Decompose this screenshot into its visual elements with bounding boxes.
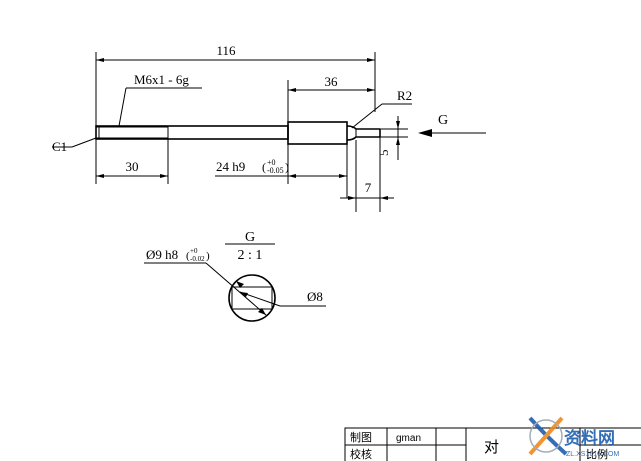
watermark-logo-icon bbox=[528, 416, 568, 456]
dia-outer-label: Ø9 h8 bbox=[146, 247, 178, 262]
part-outline bbox=[95, 121, 381, 145]
dim-step: 5 bbox=[376, 116, 408, 160]
radius-leader: R2 bbox=[351, 88, 412, 129]
watermark-url: ZL.XS1616.COM bbox=[566, 451, 619, 458]
dim-head-label: 36 bbox=[325, 74, 339, 89]
dia-outer-upper: +0 bbox=[190, 247, 198, 255]
thread-leader: M6x1 - 6g bbox=[118, 72, 202, 127]
dim-thread-label: 30 bbox=[126, 159, 139, 174]
fit-main-lower: -0.05 bbox=[267, 166, 284, 175]
title-row1-label: 制图 bbox=[350, 431, 372, 444]
dim-thread: 30 bbox=[95, 139, 169, 184]
thread-spec-label: M6x1 - 6g bbox=[134, 72, 189, 87]
detail-header: G 2 : 1 bbox=[225, 230, 275, 263]
view-arrow-label: G bbox=[438, 113, 448, 128]
part-title: 对 bbox=[484, 438, 499, 456]
thread-zone bbox=[95, 126, 169, 139]
title-row2-label: 校核 bbox=[350, 447, 372, 461]
dim-fit-main: 24 h9 ( +0 -0.05 ) bbox=[215, 140, 348, 198]
svg-text:): ) bbox=[206, 250, 210, 262]
dim-groove: 7 bbox=[340, 137, 394, 212]
chamfer-leader: C1 bbox=[52, 137, 97, 154]
dim-total-label: 116 bbox=[216, 43, 236, 58]
watermark-text: 资料网 bbox=[564, 428, 615, 449]
title-block: 制图 gman 校核 对 比例 bbox=[344, 427, 641, 461]
radius-label: R2 bbox=[397, 88, 412, 103]
shaft-body bbox=[95, 125, 289, 140]
neck-bottom bbox=[346, 136, 380, 141]
dia-inner-label: Ø8 bbox=[307, 289, 323, 304]
svg-text:(: ( bbox=[262, 160, 266, 174]
chamfer-label: C1 bbox=[52, 139, 67, 154]
dim-step-label: 5 bbox=[376, 150, 391, 157]
detail-view: Ø9 h8 ( +0 -0.02 ) Ø8 bbox=[144, 247, 326, 322]
detail-outer-circle bbox=[228, 274, 276, 322]
dim-head: 36 bbox=[287, 74, 375, 122]
view-arrow: G bbox=[418, 113, 486, 137]
detail-view-label: G bbox=[245, 230, 255, 245]
fit-main-upper: +0 bbox=[267, 158, 276, 167]
watermark: 资料网 ZL.XS1616.COM bbox=[528, 416, 619, 458]
dim-total: 116 bbox=[95, 43, 376, 126]
head-body bbox=[287, 121, 348, 145]
dim-groove-label: 7 bbox=[365, 180, 372, 195]
fit-main-label: 24 h9 bbox=[216, 159, 245, 174]
dia-outer-lower: -0.02 bbox=[190, 255, 205, 263]
svg-text:(: ( bbox=[186, 250, 190, 262]
svg-text:): ) bbox=[285, 160, 289, 174]
detail-scale-label: 2 : 1 bbox=[238, 248, 263, 263]
ratio-label: 比例 bbox=[586, 447, 608, 461]
title-row1-value: gman bbox=[396, 433, 421, 444]
